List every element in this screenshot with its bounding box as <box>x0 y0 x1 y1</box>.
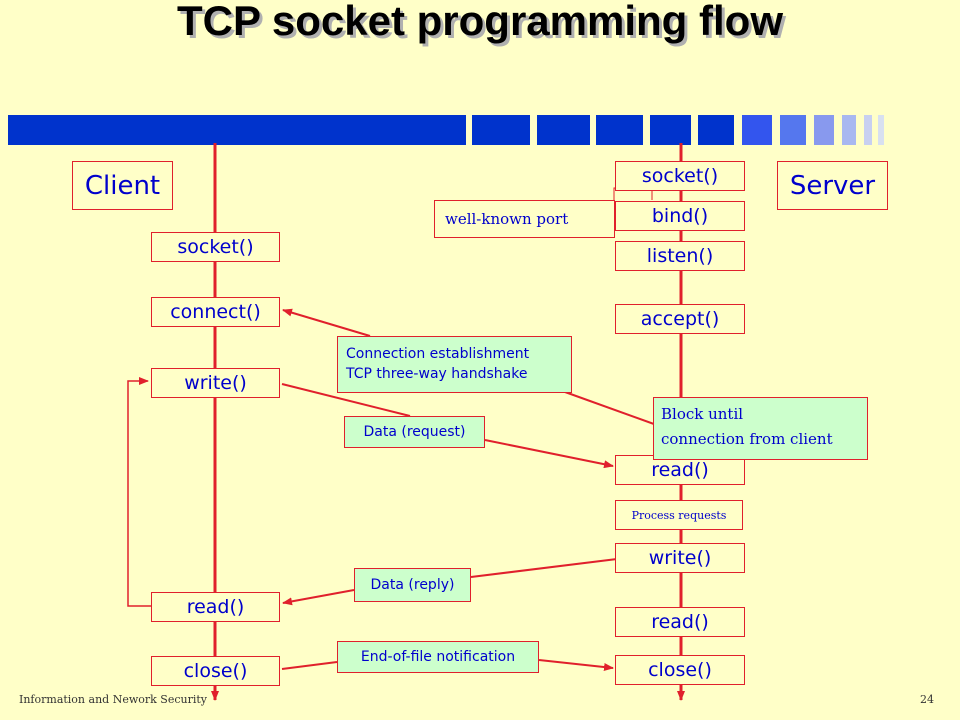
server-listen-call: listen() <box>615 241 745 271</box>
footer-course: Information and Nework Security <box>19 693 207 706</box>
connection-note-line: Connection establishment <box>346 346 530 362</box>
banner-bar-block <box>780 115 806 145</box>
banner-bar-block <box>842 115 856 145</box>
banner-bar-block <box>472 115 530 145</box>
process-requests-note: Process requests <box>615 500 743 530</box>
banner-bar-block <box>742 115 772 145</box>
eof-note: End-of-file notification <box>337 641 539 673</box>
banner-bar-block <box>864 115 872 145</box>
server-read-call-2: read() <box>615 607 745 637</box>
page-title: TCP socket programming flow <box>177 0 783 44</box>
handshake-arrow <box>282 308 371 337</box>
client-write-call: write() <box>151 368 280 398</box>
block-note-line: Block until <box>661 405 744 423</box>
server-accept-call: accept() <box>615 304 745 334</box>
loop-arrow <box>127 377 151 607</box>
server-bind-call: bind() <box>615 201 745 231</box>
banner-bar-main <box>8 115 466 145</box>
client-socket-call: socket() <box>151 232 280 262</box>
request-arrow <box>484 439 614 469</box>
client-close-call: close() <box>151 656 280 686</box>
banner-bar-block <box>650 115 691 145</box>
connection-note-line: TCP three-way handshake <box>346 366 528 382</box>
client-read-call: read() <box>151 592 280 622</box>
footer-page-number: 24 <box>920 693 934 706</box>
server-socket-call: socket() <box>615 161 745 191</box>
server-close-call: close() <box>615 655 745 685</box>
server-read-call: read() <box>615 455 745 485</box>
connection-note: Connection establishment TCP three-way h… <box>337 336 572 393</box>
client-connect-call: connect() <box>151 297 280 327</box>
eof-arrow <box>281 661 338 670</box>
server-label: Server <box>777 161 888 210</box>
banner-bar-block <box>814 115 834 145</box>
banner-bar-block <box>878 115 884 145</box>
data-request-note: Data (request) <box>344 416 485 448</box>
banner-bar-block <box>698 115 734 145</box>
handshake-arrow <box>564 391 666 429</box>
eof-arrow <box>538 659 614 672</box>
banner-bar-block <box>537 115 590 145</box>
block-note: Block until connection from client <box>653 397 868 460</box>
server-write-call: write() <box>615 543 745 573</box>
block-note-line: connection from client <box>661 430 833 448</box>
banner-bar-block <box>596 115 643 145</box>
well-known-port-note: well-known port <box>434 200 615 238</box>
client-label: Client <box>72 161 173 210</box>
data-reply-note: Data (reply) <box>354 568 471 602</box>
request-arrow <box>281 383 411 417</box>
reply-arrow <box>470 558 618 578</box>
reply-arrow <box>282 589 355 606</box>
